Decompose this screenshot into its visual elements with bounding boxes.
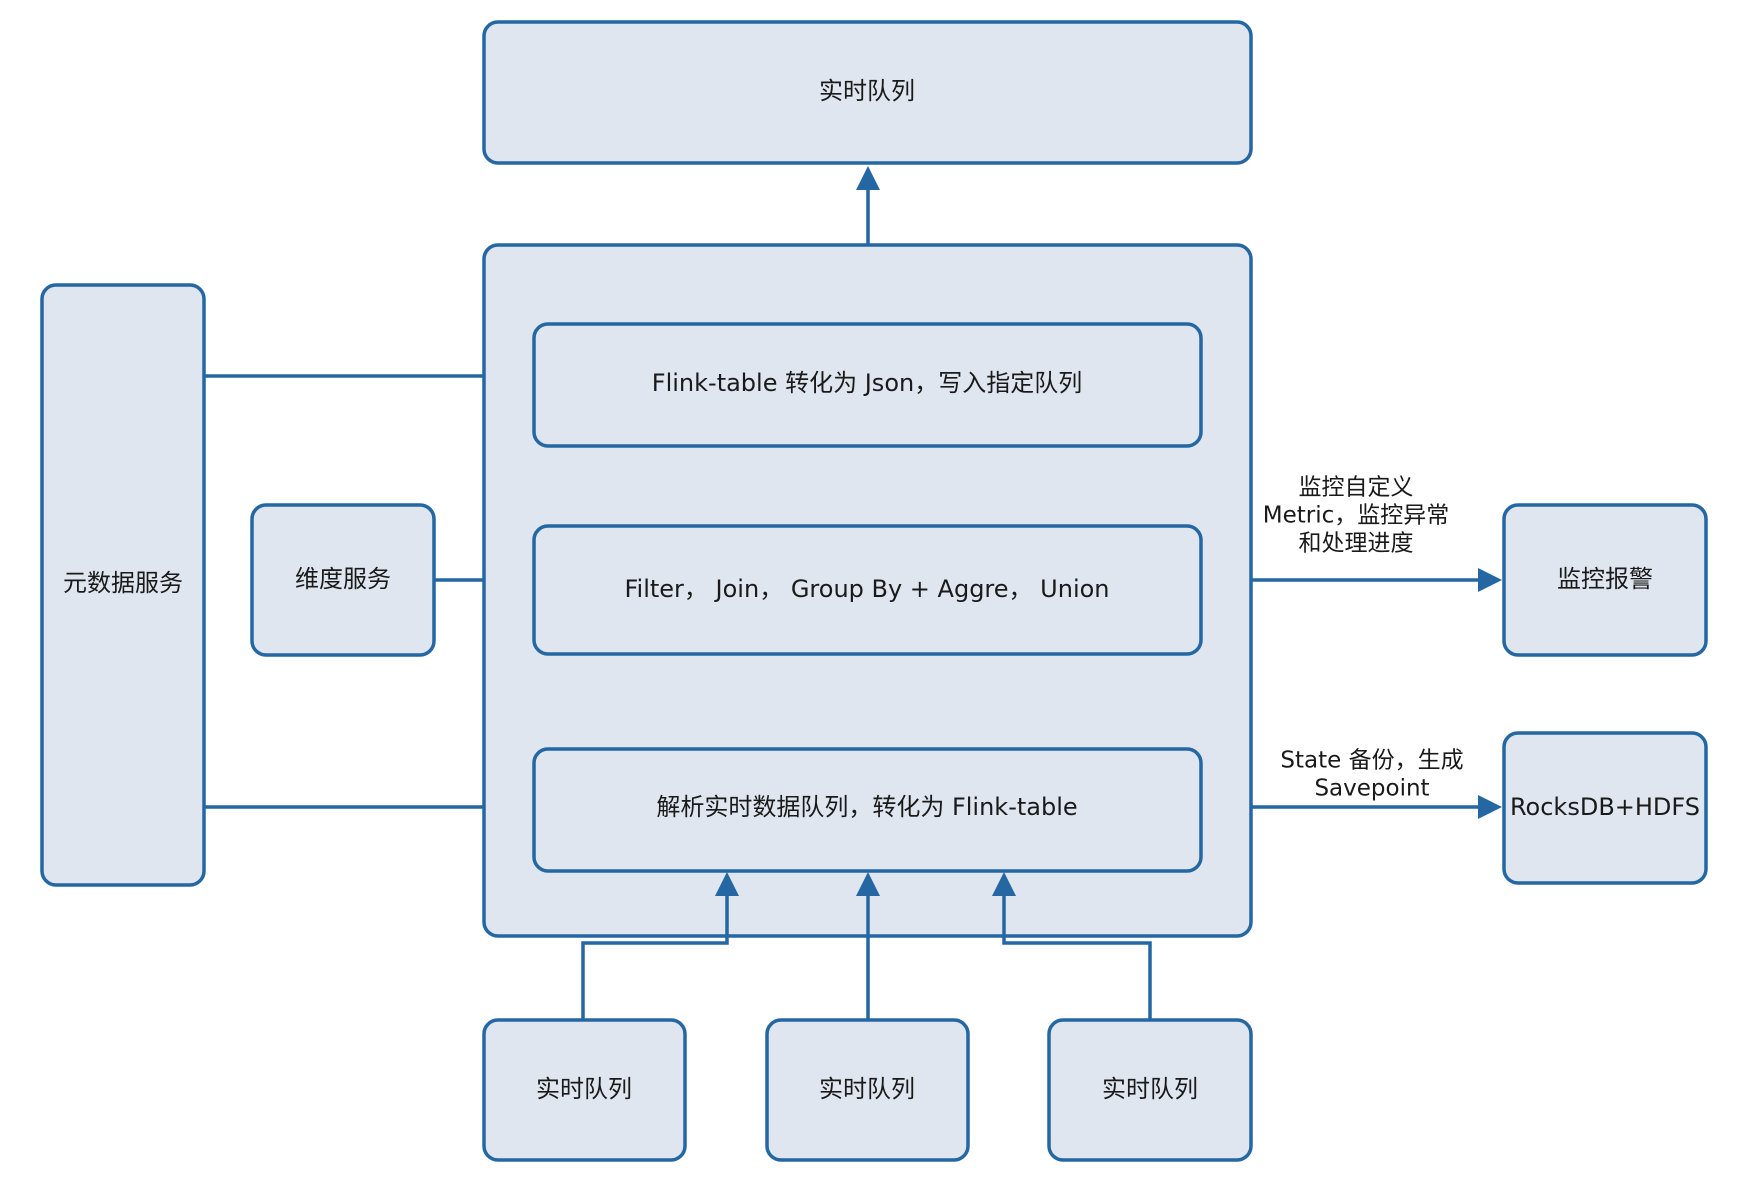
monitor-alert-node: 监控报警 (1502, 503, 1708, 657)
input-queue-2-node: 实时队列 (765, 1018, 970, 1162)
input-edges (581, 872, 1152, 1019)
input-queue-2-label: 实时队列 (819, 1075, 915, 1103)
state-store-node: RocksDB+HDFS (1502, 731, 1708, 885)
state-edge-label-line-1: State 备份，生成 (1280, 748, 1463, 774)
input-queue-3-label: 实时队列 (1102, 1075, 1198, 1103)
edge-to-monitor-alert (1252, 568, 1502, 592)
monitor-edge-label-line-3: 和处理进度 (1299, 531, 1414, 557)
dimension-service-node: 维度服务 (250, 503, 436, 657)
edge-input-queue-3-to-parse (992, 872, 1152, 1019)
input-queue-1-node: 实时队列 (482, 1018, 687, 1162)
state-edge-label-line-2: Savepoint (1314, 776, 1429, 802)
to-json-node: Flink-table 转化为 Json，写入指定队列 (532, 322, 1203, 448)
metadata-service-node: 元数据服务 (40, 283, 206, 887)
parse-node: 解析实时数据队列，转化为 Flink-table (532, 747, 1203, 873)
output-queue-node: 实时队列 (482, 20, 1253, 165)
monitor-alert-label: 监控报警 (1557, 565, 1653, 593)
transform-label: Filter， Join， Group By + Aggre， Union (624, 575, 1109, 603)
monitor-edge-label-line-2: Metric，监控异常 (1263, 503, 1450, 529)
metadata-service-label: 元数据服务 (63, 569, 183, 597)
state-store-label: RocksDB+HDFS (1510, 793, 1700, 821)
edge-to-state-store (1252, 795, 1502, 819)
state-edge-label: State 备份，生成 Savepoint (1280, 748, 1463, 802)
monitor-edge-label: 监控自定义 Metric，监控异常 和处理进度 (1263, 475, 1450, 557)
transform-node: Filter， Join， Group By + Aggre， Union (532, 524, 1203, 656)
edge-input-queue-1-to-parse (581, 872, 739, 1019)
input-queue-3-node: 实时队列 (1047, 1018, 1253, 1162)
output-queue-label: 实时队列 (819, 77, 915, 105)
to-json-label: Flink-table 转化为 Json，写入指定队列 (652, 369, 1082, 397)
parse-label: 解析实时数据队列，转化为 Flink-table (656, 793, 1077, 821)
edge-input-queue-2-to-parse (856, 872, 880, 1019)
dimension-service-label: 维度服务 (295, 565, 391, 593)
monitor-edge-label-line-1: 监控自定义 (1299, 475, 1414, 501)
input-queue-1-label: 实时队列 (536, 1075, 632, 1103)
